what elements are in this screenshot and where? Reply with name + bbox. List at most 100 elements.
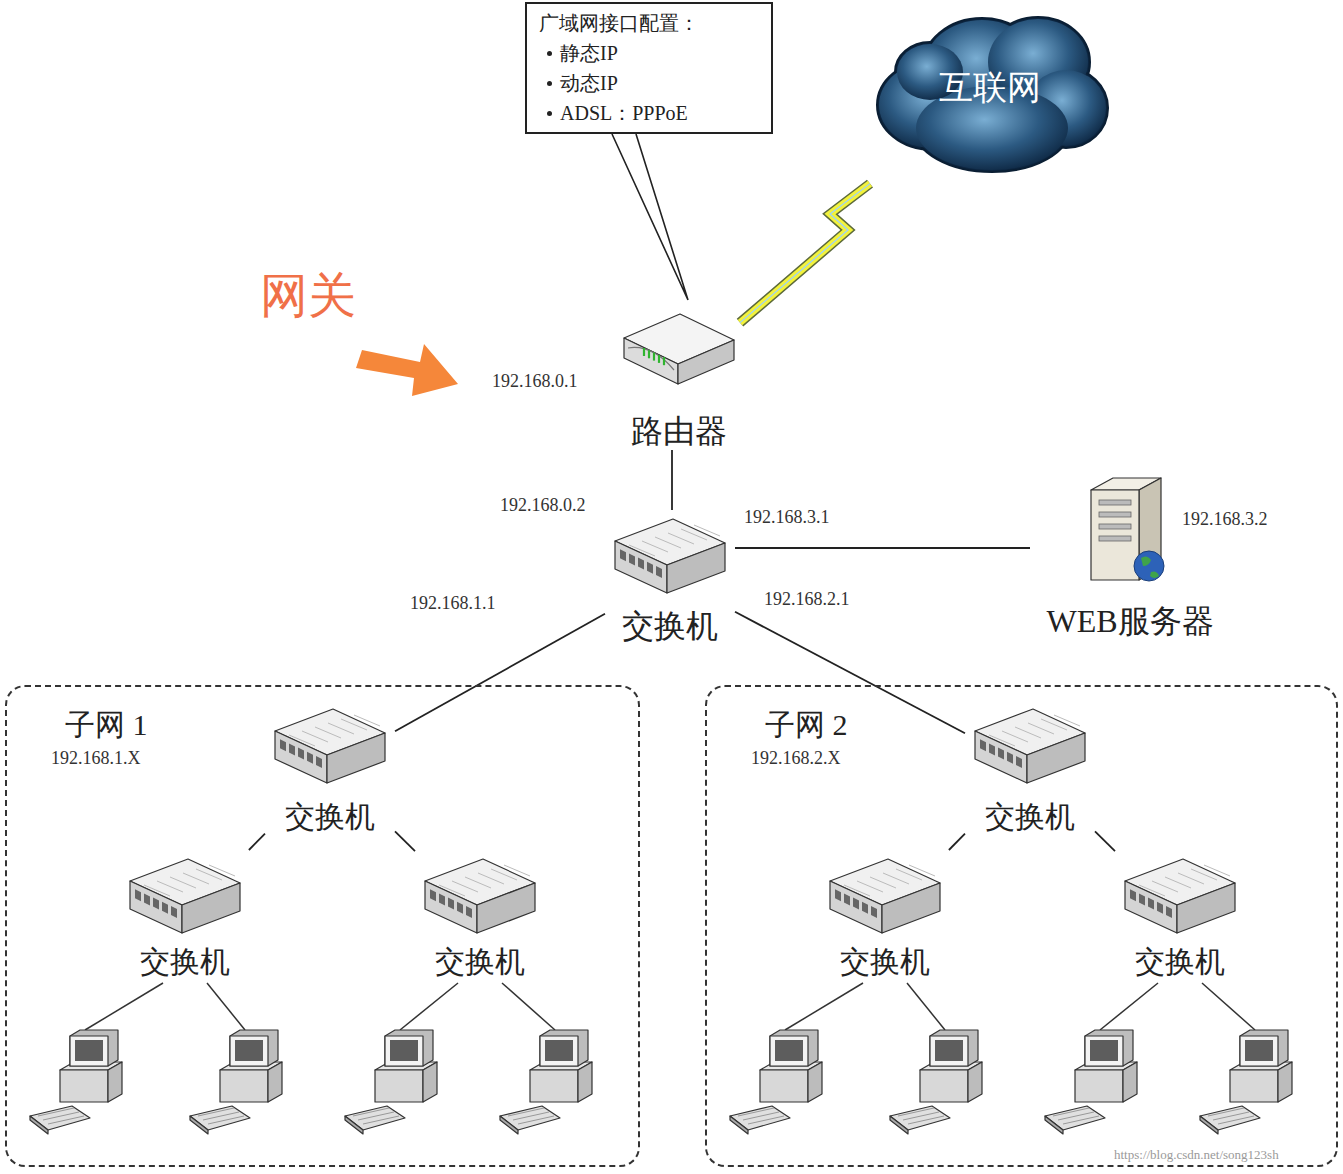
node-label: 交换机 xyxy=(622,607,718,645)
tower-front xyxy=(220,1070,268,1102)
keyboard-edge xyxy=(890,1116,908,1134)
port xyxy=(998,748,1004,760)
monitor-back xyxy=(540,1030,588,1066)
status-light xyxy=(658,355,660,363)
port xyxy=(1139,893,1145,905)
switch-node: 交换机 xyxy=(1115,850,1245,980)
screen xyxy=(935,1040,963,1061)
vent-line xyxy=(328,723,354,734)
network-link xyxy=(1095,831,1115,851)
server-icon xyxy=(1085,474,1175,586)
switch-node: 交换机 xyxy=(265,700,395,835)
network-link xyxy=(249,834,265,850)
icon-face xyxy=(830,859,940,905)
port xyxy=(871,906,877,918)
decoration xyxy=(879,19,1106,170)
bolt-outline xyxy=(740,184,870,323)
node-label: 交换机 xyxy=(285,799,375,835)
port xyxy=(466,906,472,918)
vent-line xyxy=(1041,719,1067,730)
pc-wire xyxy=(400,983,458,1030)
monitor-front xyxy=(930,1036,968,1066)
callout-pointer xyxy=(612,134,688,300)
pc-icon xyxy=(1200,1030,1292,1134)
vent-line xyxy=(681,529,707,540)
node-label: 交换机 xyxy=(840,944,930,980)
connector-path xyxy=(949,834,965,850)
decoration xyxy=(615,519,725,593)
internet-cloud: 互联网 xyxy=(870,0,1110,185)
key-row xyxy=(748,1116,784,1124)
keyboard-edge xyxy=(30,1116,48,1134)
port xyxy=(638,558,644,570)
icon-face xyxy=(1139,478,1161,580)
pc-wire xyxy=(502,983,555,1030)
connector-path xyxy=(612,134,688,300)
port xyxy=(1148,898,1154,910)
vent-line xyxy=(629,545,655,556)
ip-label: 192.168.1.1 xyxy=(408,592,498,614)
vent-line xyxy=(655,537,681,548)
connector-path xyxy=(395,614,605,731)
pc-icon xyxy=(1045,1030,1137,1134)
keyboard-edge xyxy=(190,1116,208,1134)
screen xyxy=(775,1040,803,1061)
vent-line xyxy=(909,865,935,876)
port xyxy=(1007,752,1013,764)
globe xyxy=(1134,551,1164,581)
subnet-title: 子网 2 xyxy=(765,707,1336,743)
vent-line xyxy=(196,869,222,880)
vent-line xyxy=(341,719,367,730)
network-link xyxy=(672,450,673,510)
ip-label: 192.168.0.2 xyxy=(498,494,588,516)
switch-icon xyxy=(1124,852,1236,936)
config-option: ADSL：PPPoE xyxy=(560,98,688,128)
subnet-range: 192.168.2.X xyxy=(751,743,1336,773)
vent-line xyxy=(170,877,196,888)
monitor-back xyxy=(930,1030,978,1066)
callout-item: 广域网接口配置： xyxy=(539,8,759,38)
key-row xyxy=(208,1116,244,1124)
drive-bay xyxy=(1099,524,1131,529)
screen xyxy=(75,1040,103,1061)
port xyxy=(430,889,436,901)
pc-wire xyxy=(207,983,245,1030)
connector-path xyxy=(249,834,265,850)
icon-face xyxy=(882,883,940,933)
vent-line xyxy=(315,727,341,738)
config-option: 静态IP xyxy=(560,38,618,68)
connector-path xyxy=(735,547,1030,549)
switch-icon xyxy=(424,852,536,936)
port xyxy=(656,566,662,578)
vent-line xyxy=(491,869,517,880)
monitor-front xyxy=(540,1036,578,1066)
port xyxy=(980,739,986,751)
icon-face xyxy=(615,541,667,593)
decoration xyxy=(1125,859,1235,933)
port xyxy=(853,898,859,910)
decoration xyxy=(624,314,734,384)
vent-line xyxy=(302,731,328,742)
port xyxy=(1130,889,1136,901)
pc-icon xyxy=(730,1030,822,1134)
pc-wire xyxy=(85,983,163,1030)
port xyxy=(1016,756,1022,768)
port xyxy=(989,743,995,755)
vent-line xyxy=(289,735,315,746)
key-row xyxy=(363,1116,399,1124)
icon-face xyxy=(1027,733,1085,783)
key-row xyxy=(908,1116,944,1124)
status-light xyxy=(648,350,650,358)
pc-group xyxy=(30,983,1292,1134)
vent-line xyxy=(439,885,465,896)
vent-line xyxy=(1204,865,1230,876)
port xyxy=(862,902,868,914)
decoration xyxy=(275,709,385,783)
status-light xyxy=(653,353,655,361)
port xyxy=(316,756,322,768)
icon-face xyxy=(615,519,725,565)
port xyxy=(153,898,159,910)
screen xyxy=(1090,1040,1118,1061)
